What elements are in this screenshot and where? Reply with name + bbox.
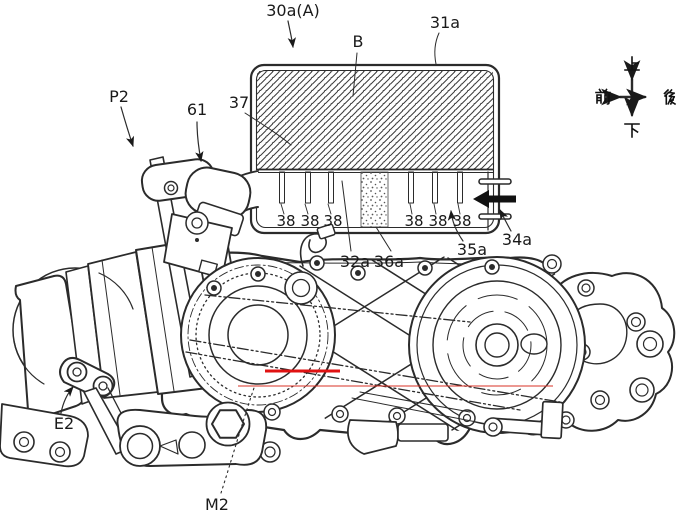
- engine-unit: [0, 156, 676, 468]
- airbox-hatched-body: [257, 71, 493, 169]
- kanji-up-label: [624, 56, 640, 71]
- label-inlet-chamber: 35a: [457, 240, 487, 259]
- filter-element: [360, 171, 389, 228]
- leader-b: [352, 52, 358, 97]
- label-fin-4: 38: [404, 212, 423, 230]
- leader-35a: [447, 209, 464, 242]
- case-top-bolts: [206, 254, 562, 296]
- label-airbox-case: 31a: [430, 13, 460, 32]
- kanji-front-label: [595, 88, 611, 105]
- label-outlet-duct: 37: [229, 93, 249, 112]
- idler-boss: [284, 271, 318, 305]
- belt-phantom-lines: [185, 294, 561, 411]
- label-fin-2: 38: [300, 212, 319, 230]
- label-motor-shaft: M2: [205, 495, 229, 514]
- label-fin-1: 38: [276, 212, 295, 230]
- leader-30a: [287, 20, 296, 49]
- label-inlet-passage: 32a: [340, 252, 370, 271]
- leader-34a: [499, 209, 512, 232]
- label-engine-unit: P2: [109, 87, 129, 106]
- leader-36a: [375, 226, 392, 252]
- label-airbox-interior: B: [353, 32, 364, 51]
- orientation-compass: [595, 56, 677, 138]
- rear-lower-bracket: [347, 391, 564, 455]
- kanji-down-label: [624, 123, 640, 138]
- label-engine-mount: E2: [54, 414, 74, 433]
- label-fin-3: 38: [323, 212, 342, 230]
- reference-lines: [238, 369, 553, 387]
- kanji-rear-label: [663, 88, 677, 106]
- leader-m2: [220, 384, 256, 494]
- front-foot-bracket: [0, 403, 89, 468]
- label-inlet-opening: 34a: [502, 230, 532, 249]
- throttle-body-assembly: [140, 158, 252, 279]
- label-fin-6: 38: [452, 212, 471, 230]
- label-fin-5: 38: [428, 212, 447, 230]
- airbox-fins: [279, 171, 463, 204]
- leader-31a: [434, 32, 440, 65]
- breather-hose: [299, 223, 336, 267]
- label-throttle-body: 61: [187, 100, 207, 119]
- airflow-arrow: [473, 190, 516, 208]
- engine-mount-lugs: [59, 356, 137, 455]
- leader-e2: [60, 386, 74, 414]
- leader-p2: [120, 106, 134, 147]
- leader-37: [244, 112, 292, 146]
- leader-61: [195, 121, 204, 163]
- annotations: 30a(A) B 31a P2 61 37 38 38 38 38 38 38 …: [54, 1, 532, 514]
- label-airbox-assembly: 30a(A): [266, 1, 320, 20]
- leader-32a: [341, 180, 352, 252]
- label-filter-element: 36a: [374, 252, 404, 271]
- hex-bolt: [211, 409, 245, 439]
